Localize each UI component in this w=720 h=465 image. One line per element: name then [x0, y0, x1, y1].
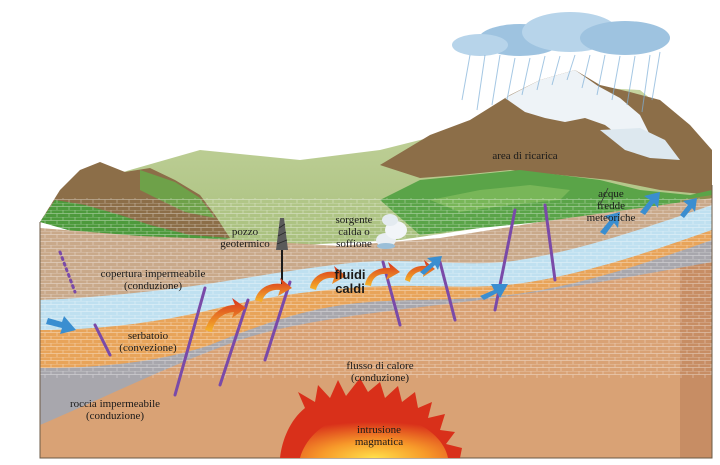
label-recharge-area: area di ricarica: [492, 150, 558, 162]
label-hot-spring: sorgente calda o soffione: [335, 214, 373, 250]
cold-water-arrows: [46, 192, 697, 334]
derrick-icon: [276, 218, 288, 250]
cold-water-leader: [599, 187, 609, 206]
steam-plume-icon: [376, 214, 407, 249]
label-heat-flow: flusso di calore (conduzione): [346, 360, 414, 384]
rain-icon: [461, 51, 661, 113]
label-hot-fluids: fluidi caldi: [334, 267, 366, 296]
label-magmatic-intrusion: intrusione magmatica: [354, 424, 404, 448]
cloud-icon: [452, 12, 670, 56]
label-caprock: copertura impermeabile (conduzione): [100, 268, 206, 292]
label-reservoir: serbatoio (convezione): [119, 330, 177, 354]
magmatic-intrusion: [280, 378, 462, 458]
label-geothermal-well: pozzo geotermico: [220, 226, 270, 250]
hot-fluid-arrows: [205, 260, 435, 332]
cross-section: [39, 185, 713, 459]
label-impermeable-rock: roccia impermeabile (conduzione): [69, 398, 161, 422]
label-cold-water: acque fredde meteoriche: [586, 188, 636, 224]
caprock-fault-dotted: [58, 250, 77, 294]
